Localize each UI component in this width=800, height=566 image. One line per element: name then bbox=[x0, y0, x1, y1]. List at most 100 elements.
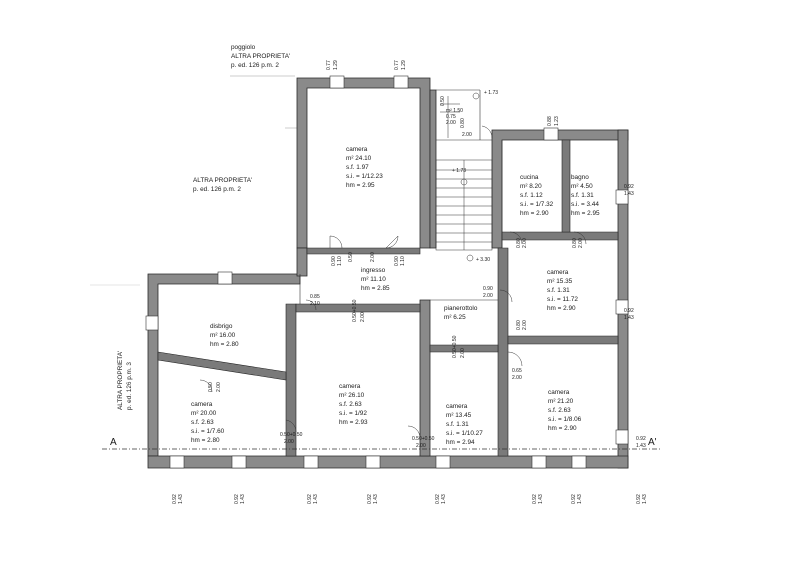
left-note-line-1: ALTRA PROPRIETA' bbox=[193, 177, 252, 184]
header-line-2: ALTRA PROPRIETA' bbox=[231, 53, 290, 60]
dim-label: 0.80 bbox=[572, 238, 578, 248]
dim-label: 0.50 bbox=[348, 252, 354, 262]
dim-label: 2.00 bbox=[284, 439, 294, 445]
room-si: s.i. = 1/10.27 bbox=[446, 430, 483, 437]
dim-label: 2.00 bbox=[462, 132, 472, 138]
level-markers bbox=[460, 92, 480, 262]
room-hm: hm = 2.85 bbox=[361, 285, 390, 292]
dim-label: 2.00 bbox=[578, 238, 584, 248]
dim-label: 0.92 bbox=[532, 494, 538, 504]
room-bagno: bagno m² 4.50 s.f. 1.31 s.i. = 3.44 hm =… bbox=[571, 174, 600, 217]
level-label: + 1.73 bbox=[452, 168, 466, 174]
level-label: + 3.30 bbox=[476, 257, 490, 263]
dim-label: 0.92 bbox=[234, 494, 240, 504]
room-cucina: cucina m² 8.20 s.f. 1.12 s.i. = 1/7.32 h… bbox=[520, 174, 554, 217]
room-area: m² 6.25 bbox=[444, 314, 466, 321]
room-pianerottolo: pianerottolo m² 6.25 bbox=[444, 305, 478, 321]
room-camera-right-mid: camera m² 15.35 s.f. 1.31 s.i. = 11.72 h… bbox=[547, 269, 578, 312]
dim-label: 0.80 bbox=[516, 320, 522, 330]
dim-label: 1.43 bbox=[538, 494, 544, 504]
dim-label: 0.90 bbox=[331, 256, 337, 266]
dim-label: 1.43 bbox=[373, 494, 379, 504]
dim-label: 0.50+0.50 bbox=[412, 436, 435, 442]
dim-label: 2.00 bbox=[512, 375, 522, 381]
section-line: A A' bbox=[102, 437, 660, 450]
walls bbox=[147, 77, 629, 469]
room-area: m² 15.35 bbox=[547, 278, 573, 285]
room-label: bagno bbox=[571, 174, 589, 181]
room-hm: hm = 2.95 bbox=[571, 210, 600, 217]
room-label: ingresso bbox=[361, 267, 386, 274]
room-label: camera bbox=[339, 383, 361, 390]
dim-label: 2.00 bbox=[360, 312, 366, 322]
room-camera-top: camera m² 24.10 s.f. 1.97 s.i. = 1/12.23… bbox=[346, 146, 383, 189]
room-label: cucina bbox=[520, 174, 539, 181]
dim-label: m² 1.50 bbox=[446, 108, 463, 114]
room-area: m² 26.10 bbox=[339, 392, 365, 399]
header-line-1: poggiolo bbox=[231, 44, 256, 51]
dim-label: 1.43 bbox=[624, 315, 634, 321]
room-hm: hm = 2.95 bbox=[346, 182, 375, 189]
neighbor-lines bbox=[90, 75, 297, 286]
dim-label: 1.43 bbox=[636, 443, 646, 449]
room-ingresso: ingresso m² 11.10 hm = 2.85 bbox=[361, 267, 390, 292]
windows bbox=[145, 75, 629, 469]
dim-label: 2.00 bbox=[522, 320, 528, 330]
stair bbox=[435, 96, 493, 251]
dim-label: 1.23 bbox=[554, 116, 560, 126]
room-sf: s.f. 1.97 bbox=[346, 164, 369, 171]
room-disbrigo: disbrigo m² 16.00 hm = 2.80 bbox=[210, 323, 239, 348]
room-si: s.i. = 1/7.60 bbox=[191, 428, 225, 435]
dim-label: 0.92 bbox=[307, 494, 313, 504]
room-area: m² 11.10 bbox=[361, 276, 386, 283]
room-sf: s.f. 2.63 bbox=[339, 401, 362, 408]
room-area: m² 21.20 bbox=[548, 398, 574, 405]
dim-label: 0.92 bbox=[367, 494, 373, 504]
dim-label: 1.10 bbox=[337, 256, 343, 266]
dim-label: 1.43 bbox=[240, 494, 246, 504]
dim-label: 0.75 bbox=[446, 114, 456, 120]
room-sf: s.f. 1.12 bbox=[520, 192, 543, 199]
dim-label: 0.92 bbox=[435, 494, 441, 504]
dim-label: 1.43 bbox=[624, 191, 634, 197]
dim-label: 1.10 bbox=[400, 256, 406, 266]
room-si: s.i. = 11.72 bbox=[547, 296, 578, 303]
dim-label: 0.50 bbox=[440, 96, 446, 106]
dimension-labels: 0.77 1.29 0.77 1.29 + 1.73 0.50 m² 1.50 … bbox=[172, 60, 648, 504]
dim-label: 1.29 bbox=[333, 60, 339, 70]
room-camera-center: camera m² 26.10 s.f. 2.63 s.i. = 1/92 hm… bbox=[339, 383, 368, 426]
dim-label: 0.80 bbox=[460, 118, 466, 128]
room-hm: hm = 2.90 bbox=[547, 305, 576, 312]
dim-label: 1.43 bbox=[178, 494, 184, 504]
doors bbox=[199, 125, 587, 439]
dim-label: 0.92 bbox=[636, 494, 642, 504]
room-area: m² 4.50 bbox=[571, 183, 593, 190]
left-note-line-2: p. ed. 126 p.m. 2 bbox=[193, 186, 241, 193]
room-label: camera bbox=[346, 146, 368, 153]
room-area: m² 20.00 bbox=[191, 410, 217, 417]
dim-label: 0.50 bbox=[208, 382, 214, 392]
room-label: pianerottolo bbox=[444, 305, 478, 312]
dim-label: 0.92 bbox=[636, 436, 646, 442]
dim-label: 2.00 bbox=[522, 238, 528, 248]
dim-label: 2.00 bbox=[416, 443, 426, 449]
inner-lines bbox=[299, 89, 503, 304]
room-si: s.i. = 1/7.32 bbox=[520, 201, 554, 208]
room-label: camera bbox=[446, 403, 468, 410]
dim-label: 0.50+0.50 bbox=[452, 335, 458, 358]
room-hm: hm = 2.80 bbox=[210, 341, 239, 348]
dim-label: 0.92 bbox=[624, 184, 634, 190]
room-camera-right-bottom: camera m² 21.20 s.f. 2.63 s.i. = 1/8.06 … bbox=[548, 389, 582, 432]
room-si: s.i. = 3.44 bbox=[571, 201, 599, 208]
room-hm: hm = 2.90 bbox=[548, 425, 577, 432]
room-area: m² 16.00 bbox=[210, 332, 236, 339]
dim-label: 1.43 bbox=[577, 494, 583, 504]
room-sf: s.f. 2.63 bbox=[548, 407, 571, 414]
dim-label: 2.00 bbox=[446, 120, 456, 126]
dim-label: 0.77 bbox=[326, 60, 332, 70]
header-note: poggiolo ALTRA PROPRIETA' p. ed. 126 p.m… bbox=[231, 44, 290, 69]
dim-label: 2.10 bbox=[310, 301, 320, 307]
dim-label: 2.00 bbox=[460, 348, 466, 358]
section-label-right: A' bbox=[648, 437, 657, 448]
